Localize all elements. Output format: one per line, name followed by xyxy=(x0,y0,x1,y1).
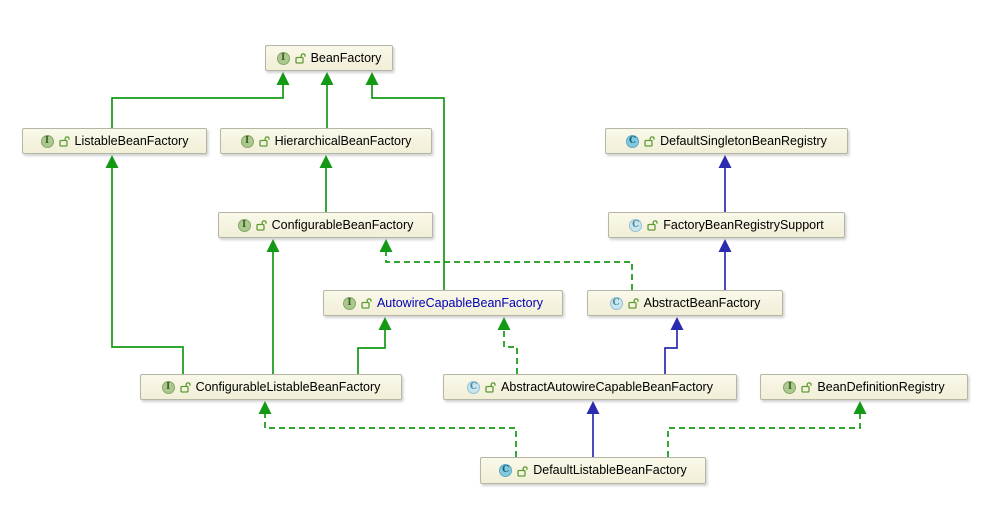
edge-default-listable-bean-factory-to-bean-definition-registry xyxy=(667,413,861,457)
node-label: HierarchicalBeanFactory xyxy=(274,133,412,148)
edge-autowire-capable-bean-factory-to-bean-factory xyxy=(371,84,445,290)
extends-arrowhead-icon xyxy=(586,401,600,414)
node-label: AbstractBeanFactory xyxy=(643,295,761,310)
node-listable-bean-factory[interactable]: I ListableBeanFactory xyxy=(22,128,207,154)
node-configurable-bean-factory[interactable]: I ConfigurableBeanFactory xyxy=(218,212,433,238)
unlock-icon xyxy=(517,465,528,477)
node-label: ListableBeanFactory xyxy=(74,133,189,148)
unlock-icon xyxy=(801,382,813,393)
unlock-icon xyxy=(294,53,306,64)
edge-configurable-listable-bean-factory-to-autowire-capable-bean-factory xyxy=(357,329,386,374)
interface-icon: I xyxy=(161,380,175,394)
node-label: ConfigurableBeanFactory xyxy=(271,217,414,232)
unlock-icon xyxy=(485,382,496,393)
node-default-singleton-bean-registry[interactable]: C DefaultSingletonBeanRegistry xyxy=(605,128,848,154)
extends-arrowhead-icon xyxy=(718,239,732,252)
unlock-icon xyxy=(58,136,70,147)
extends-arrowhead-icon xyxy=(266,239,280,252)
unlock-icon xyxy=(258,136,270,147)
unlock-icon xyxy=(179,382,191,393)
edge-configurable-listable-bean-factory-to-listable-bean-factory xyxy=(111,167,184,374)
unlock-icon xyxy=(627,298,639,309)
edge-listable-bean-factory-to-bean-factory xyxy=(111,84,284,128)
implements-arrowhead-icon xyxy=(853,401,867,414)
interface-icon: I xyxy=(40,134,54,148)
edge-abstract-autowire-capable-bean-factory-to-abstract-bean-factory xyxy=(664,329,678,374)
unlock-icon xyxy=(255,220,267,231)
node-label: DefaultSingletonBeanRegistry xyxy=(660,133,827,148)
interface-icon: I xyxy=(342,296,356,310)
node-hierarchical-bean-factory[interactable]: I HierarchicalBeanFactory xyxy=(220,128,432,154)
extends-arrowhead-icon xyxy=(365,72,379,85)
edge-abstract-autowire-capable-bean-factory-to-autowire-capable-bean-factory xyxy=(503,329,518,374)
node-label: AbstractAutowireCapableBeanFactory xyxy=(501,379,713,394)
unlock-icon xyxy=(647,220,658,231)
node-label: FactoryBeanRegistrySupport xyxy=(663,217,824,232)
extends-arrowhead-icon xyxy=(378,317,392,330)
implements-arrowhead-icon xyxy=(258,401,272,414)
interface-icon: I xyxy=(237,218,251,232)
node-configurable-listable-bean-factory[interactable]: I ConfigurableListableBeanFactory xyxy=(140,374,402,400)
edge-default-listable-bean-factory-to-configurable-listable-bean-factory xyxy=(264,413,517,457)
node-label: DefaultListableBeanFactory xyxy=(533,463,687,478)
node-factory-bean-registry-support[interactable]: C FactoryBeanRegistrySupport xyxy=(608,212,845,238)
node-abstract-bean-factory[interactable]: C AbstractBeanFactory xyxy=(587,290,783,316)
extends-arrowhead-icon xyxy=(320,72,334,85)
edge-abstract-bean-factory-to-configurable-bean-factory xyxy=(385,251,633,290)
node-default-listable-bean-factory[interactable]: C DefaultListableBeanFactory xyxy=(480,457,706,484)
abstract-class-icon: C xyxy=(629,218,643,232)
node-abstract-autowire-capable-bean-factory[interactable]: C AbstractAutowireCapableBeanFactory xyxy=(443,374,737,400)
extends-arrowhead-icon xyxy=(670,317,684,330)
unlock-icon xyxy=(644,136,655,147)
interface-icon: I xyxy=(276,51,290,65)
extends-arrowhead-icon xyxy=(319,155,333,168)
extends-arrowhead-icon xyxy=(105,155,119,168)
node-autowire-capable-bean-factory[interactable]: I AutowireCapableBeanFactory xyxy=(323,290,563,316)
abstract-class-icon: C xyxy=(467,380,481,394)
node-label: AutowireCapableBeanFactory xyxy=(376,295,544,310)
node-bean-factory[interactable]: I BeanFactory xyxy=(265,45,393,71)
class-icon: C xyxy=(626,134,640,148)
node-label: BeanFactory xyxy=(310,50,382,65)
interface-icon: I xyxy=(783,380,797,394)
class-icon: C xyxy=(499,464,513,477)
interface-icon: I xyxy=(240,134,254,148)
implements-arrowhead-icon xyxy=(497,317,511,330)
node-label: BeanDefinitionRegistry xyxy=(817,379,945,394)
extends-arrowhead-icon xyxy=(276,72,290,85)
extends-arrowhead-icon xyxy=(718,155,732,168)
unlock-icon xyxy=(361,298,372,309)
abstract-class-icon: C xyxy=(609,296,623,310)
node-bean-definition-registry[interactable]: I BeanDefinitionRegistry xyxy=(760,374,968,400)
implements-arrowhead-icon xyxy=(379,239,393,252)
node-label: ConfigurableListableBeanFactory xyxy=(195,379,381,394)
